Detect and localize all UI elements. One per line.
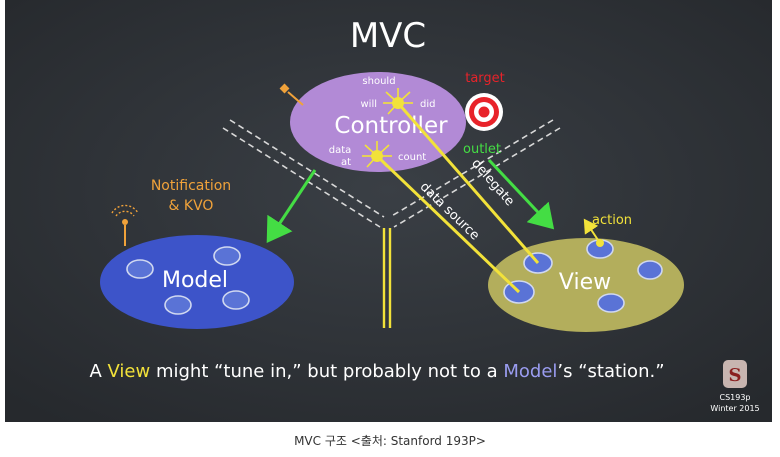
label-did: did: [420, 99, 435, 110]
controller-label: Controller: [334, 113, 448, 139]
outlet-arrow: [487, 158, 555, 230]
lane-divider-center: [382, 228, 392, 328]
badge-line1: CS193p: [719, 393, 750, 402]
model-label: Model: [162, 268, 228, 293]
delegate-line: [396, 102, 540, 264]
lane-divider-left: [222, 119, 385, 228]
target-icon: [465, 93, 503, 131]
notification-label-line2: & KVO: [169, 198, 214, 214]
outlet-label: outlet: [463, 142, 501, 157]
radio-tower-icon: [111, 204, 139, 246]
label-will: will: [360, 99, 377, 110]
stanford-s-icon: S: [723, 360, 747, 388]
lane-divider-right: [389, 119, 561, 228]
action-label: action: [592, 213, 632, 228]
label-should: should: [362, 76, 395, 87]
model-bubble: [213, 246, 241, 266]
label-at: at: [341, 157, 351, 168]
footnote-part1: A: [89, 361, 107, 382]
view-bubble: [597, 293, 625, 313]
badge-line2: Winter 2015: [710, 404, 759, 413]
view-bubble: [637, 260, 663, 280]
label-data: data: [329, 145, 352, 156]
view-label: View: [559, 270, 611, 295]
footnote-model-word: Model: [503, 361, 557, 382]
chalkboard-background: [5, 0, 772, 422]
label-count: count: [398, 152, 426, 163]
data-source-line: [375, 154, 521, 294]
image-caption: MVC 구조 <출처: Stanford 193P>: [294, 434, 486, 448]
action-arrow: [583, 218, 604, 247]
mvc-slide: MVC Controller should will did: [5, 0, 772, 422]
footnote-view-word: View: [108, 361, 151, 382]
controller-ellipse: [290, 72, 466, 172]
svg-text:S: S: [729, 365, 742, 386]
model-bubble: [222, 290, 250, 310]
footnote: A View might “tune in,” but probably not…: [89, 361, 664, 382]
model-bubble: [126, 259, 154, 279]
footnote-part2: might “tune in,” but probably not to a: [150, 361, 503, 382]
controller-to-model-arrow: [266, 169, 317, 244]
target-label: target: [465, 71, 505, 86]
footnote-part3: ’s “station.”: [557, 361, 664, 382]
model-bubble: [164, 295, 192, 315]
model-bubbles: [126, 246, 250, 315]
slide-title: MVC: [350, 16, 426, 56]
notification-label-line1: Notification: [151, 178, 231, 194]
